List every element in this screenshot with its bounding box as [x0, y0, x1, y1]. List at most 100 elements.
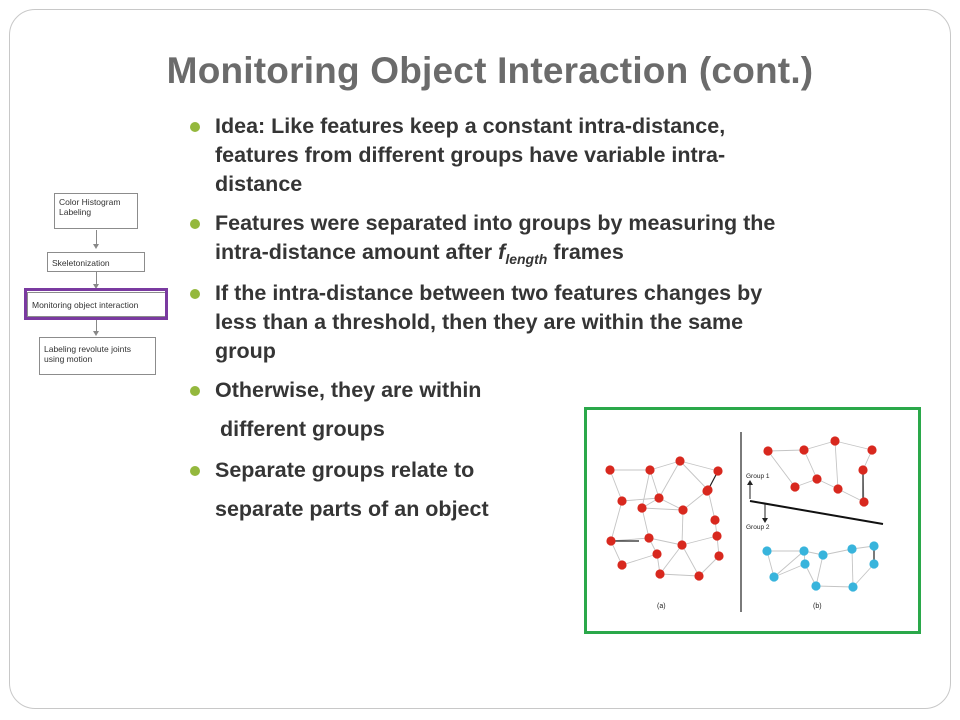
grouping-figure-svg: Group 1 Group 2 (a) (b) — [605, 432, 884, 612]
bullet-separation: Features were separated into groups by m… — [190, 209, 925, 269]
pipeline-arrow-icon — [93, 244, 99, 249]
group1-feature-point — [859, 497, 869, 507]
bullet-line: different groups — [220, 417, 385, 441]
feature-point — [617, 560, 627, 570]
panel-b-label: (b) — [813, 603, 822, 610]
feature-point — [654, 493, 664, 503]
group1-feature-point — [763, 446, 773, 456]
group1-feature-point — [799, 445, 809, 455]
bullet-line: separate parts of an object — [215, 497, 489, 521]
pipeline-step-color-histogram: Color Histogram Labeling — [54, 193, 138, 229]
feature-edge — [659, 544, 683, 575]
feature-edge — [621, 553, 658, 566]
feature-edge — [641, 507, 650, 539]
feature-edge — [822, 548, 853, 556]
group2-feature-point — [848, 582, 858, 592]
feature-point — [617, 496, 627, 506]
subscript-length: length — [505, 251, 548, 267]
bullet-line: distance — [215, 172, 303, 196]
feature-point — [652, 549, 662, 559]
pipeline-arrow-icon — [93, 284, 99, 289]
feature-point — [644, 533, 654, 543]
feature-edge — [648, 537, 683, 546]
group1-arrow-icon — [747, 480, 753, 485]
intra-distance-links — [611, 470, 875, 564]
feature-edge — [773, 550, 805, 578]
group2-feature-point — [800, 559, 810, 569]
feature-edge — [679, 460, 719, 472]
feature-edge — [681, 544, 700, 577]
feature-edge — [834, 440, 873, 451]
feature-edge — [659, 573, 700, 577]
group2-feature-point — [869, 559, 879, 569]
feature-edge — [851, 548, 854, 588]
bullet-line: If the intra-distance between two featur… — [215, 281, 763, 305]
bullet-text: frames — [547, 240, 624, 264]
feature-edge — [609, 469, 623, 502]
bullet-line: Features were separated into groups by m… — [215, 211, 776, 235]
feature-edge — [815, 585, 854, 588]
bullet-line: Separate groups relate to — [215, 458, 475, 482]
bullet-threshold: If the intra-distance between two featur… — [190, 279, 925, 366]
feature-point — [714, 551, 724, 561]
feature-edge — [610, 500, 623, 542]
feature-point — [675, 456, 685, 466]
feature-edge — [681, 509, 684, 546]
group1-feature-point — [790, 482, 800, 492]
pipeline-arrow-icon — [93, 331, 99, 336]
feature-edge — [681, 535, 718, 546]
feature-point — [678, 505, 688, 515]
pipeline-step-skeletonization: Skeletonization — [47, 252, 145, 272]
feature-edge — [767, 450, 796, 488]
feature-edge — [803, 449, 818, 480]
group1-feature-point — [867, 445, 877, 455]
bullet-list: Idea: Like features keep a constant intr… — [190, 112, 925, 534]
panel-a-label: (a) — [657, 603, 666, 610]
feature-edge — [679, 460, 709, 491]
group2-arrow-icon — [762, 518, 768, 523]
feature-edge — [621, 497, 660, 502]
feature-point — [710, 515, 720, 525]
group2-feature-point — [811, 581, 821, 591]
feature-edges — [609, 440, 875, 588]
feature-point — [702, 486, 712, 496]
group1-feature-point — [858, 465, 868, 475]
bullet-line: features from different groups have vari… — [215, 143, 726, 167]
variable-f: f — [498, 240, 506, 264]
bullet-dot-icon — [190, 466, 200, 476]
group2-feature-point — [869, 541, 879, 551]
grouping-figure: Group 1 Group 2 (a) (b) — [584, 407, 921, 634]
feature-point — [606, 536, 616, 546]
feature-point — [637, 503, 647, 513]
group1-feature-point — [833, 484, 843, 494]
feature-edge — [641, 507, 684, 511]
feature-edge — [773, 563, 806, 578]
bullet-parts: Separate groups relate to separate parts… — [190, 456, 925, 524]
feature-point — [694, 571, 704, 581]
feature-point — [655, 569, 665, 579]
pipeline-current-step-highlight — [24, 288, 168, 320]
slide-title: Monitoring Object Interaction (cont.) — [166, 50, 814, 91]
pipeline-step-labeling-joints: Labeling revolute joints using motion — [39, 337, 156, 375]
group2-feature-point — [769, 572, 779, 582]
feature-point — [677, 540, 687, 550]
pipeline-arrow-line — [96, 230, 97, 246]
bullet-dot-icon — [190, 122, 200, 132]
feature-edge — [803, 440, 836, 451]
group2-feature-point — [799, 546, 809, 556]
feature-points — [605, 436, 879, 592]
feature-edge — [834, 440, 839, 490]
feature-edge — [837, 488, 865, 503]
pipeline-arrow-line — [96, 272, 97, 287]
bullet-otherwise: Otherwise, they are within different gro… — [190, 376, 925, 444]
group2-feature-point — [847, 544, 857, 554]
bullet-line: Otherwise, they are within — [215, 378, 482, 402]
group1-feature-point — [812, 474, 822, 484]
feature-edge — [698, 555, 720, 577]
feature-edge — [649, 460, 681, 471]
feature-point — [645, 465, 655, 475]
feature-point — [712, 531, 722, 541]
feature-edge — [649, 469, 660, 499]
feature-edge — [658, 460, 681, 499]
bullet-line: less than a threshold, then they are wit… — [215, 310, 744, 334]
